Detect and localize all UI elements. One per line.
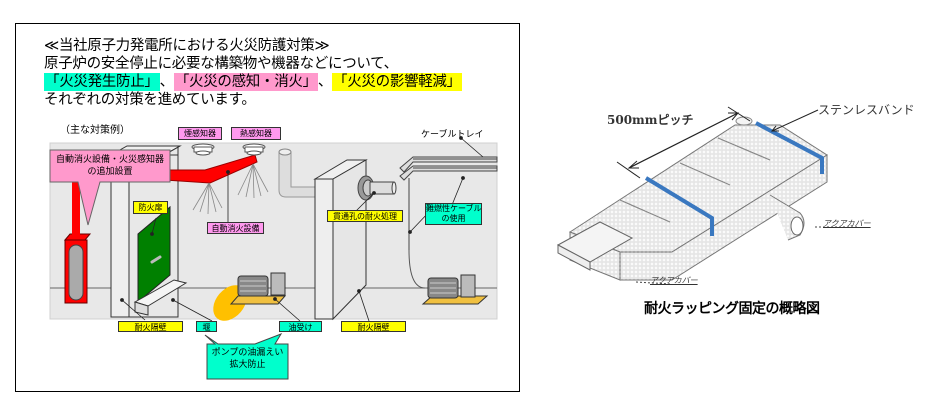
label-fire-door: 防火扉 (133, 201, 168, 214)
section-lines (619, 137, 771, 223)
intro-text: ≪当社原子力発電所における火災防護対策≫ 原子炉の安全停止に必要な構築物や機器な… (44, 37, 462, 109)
pump-callout-line-2: 拡大防止 (229, 360, 266, 370)
intro-line-4: それぞれの対策を進めています。 (44, 92, 256, 108)
cable-tray-shape (399, 156, 498, 181)
measure-fire-prevention: 「火災発生防止」 (44, 73, 160, 91)
measure-detection-extinguish: 「火災の感知・消火」 (173, 73, 318, 91)
label-curb: 堰 (196, 321, 217, 332)
auto-extinguish-callout-bubble (49, 149, 171, 226)
pump-callout-bubble (204, 333, 289, 380)
pitch-label: 500mmピッチ (607, 113, 694, 127)
panel-title: ≪当社原子力発電所における火災防護対策≫ (44, 38, 330, 54)
band-leader (771, 109, 819, 132)
spray-right (237, 163, 269, 199)
callout-pipe-vertical (72, 180, 80, 235)
cable-drop (408, 249, 426, 289)
smoke-detector-device (191, 143, 215, 156)
label-heat-detector: 熱感知器 (231, 127, 281, 140)
heat-detector-device (242, 143, 266, 156)
extinguisher-cylinder (68, 244, 84, 301)
auto-extinguish-callout-text: 自動消火設備・火災感知器 の追加設置 (52, 154, 168, 178)
fire-wrapping-caption: 耐火ラッピング固定の概略図 (644, 301, 820, 317)
cable-label-line-1: 難燃性ケーブル (426, 204, 482, 213)
pitch-extension-left (616, 161, 641, 179)
measure-impact-mitigation: 「火災の影響軽減」 (332, 73, 462, 91)
door-handle (150, 255, 162, 264)
right-pump (421, 274, 489, 305)
pump-callout-line-1: ポンプの油漏えい (211, 348, 284, 358)
stainless-band-right (755, 121, 824, 174)
measures-line: 「火災発生防止」、「火災の感知・消火」、「火災の影響軽減」 (44, 73, 462, 91)
label-fire-barrier-right: 耐火隔壁 (341, 321, 406, 332)
aqua-cover-label-right: アクアカバー (823, 219, 871, 228)
pump-callout-text: ポンプの油漏えい 拡大防止 (207, 347, 288, 371)
fire-protection-panel (15, 23, 520, 392)
stainless-band-label: ステンレスバンド (818, 103, 915, 117)
separator: 、 (159, 74, 175, 90)
right-wall-side (332, 159, 367, 321)
label-flame-retardant-cable: 難燃性ケーブル の使用 (425, 203, 482, 225)
callout-line-2: の追加設置 (87, 167, 133, 177)
pitch-arrow (628, 112, 739, 169)
cable-label-line-2: の使用 (441, 214, 466, 223)
duct (278, 151, 316, 198)
leader-lines (120, 136, 484, 322)
separator: 、 (317, 74, 333, 90)
label-auto-extinguisher: 自動消火設備 (207, 222, 264, 234)
label-fire-barrier-left: 耐火隔壁 (118, 321, 183, 332)
label-cable-tray: ケーブルトレイ (421, 130, 484, 140)
callout-line-1: 自動消火設備・火災感知器 (55, 155, 164, 165)
fire-door (137, 205, 171, 304)
spray-left (192, 182, 223, 215)
examples-subheading: （主な対策例） (60, 125, 130, 136)
side-branch (769, 194, 805, 241)
intro-line-2: 原子炉の安全停止に必要な構築物や機器などについて、 (44, 56, 398, 72)
center-pump (229, 272, 287, 305)
label-penetration-seal: 貫通孔の耐火処理 (327, 210, 403, 222)
label-smoke-detector: 煙感知器 (178, 127, 222, 140)
stainless-band-left (644, 176, 714, 236)
pitch-extension-right (727, 106, 751, 122)
aqua-cover-label-bottom: アクアカバー (650, 276, 698, 285)
label-oil-pan: 油受け (279, 321, 322, 332)
